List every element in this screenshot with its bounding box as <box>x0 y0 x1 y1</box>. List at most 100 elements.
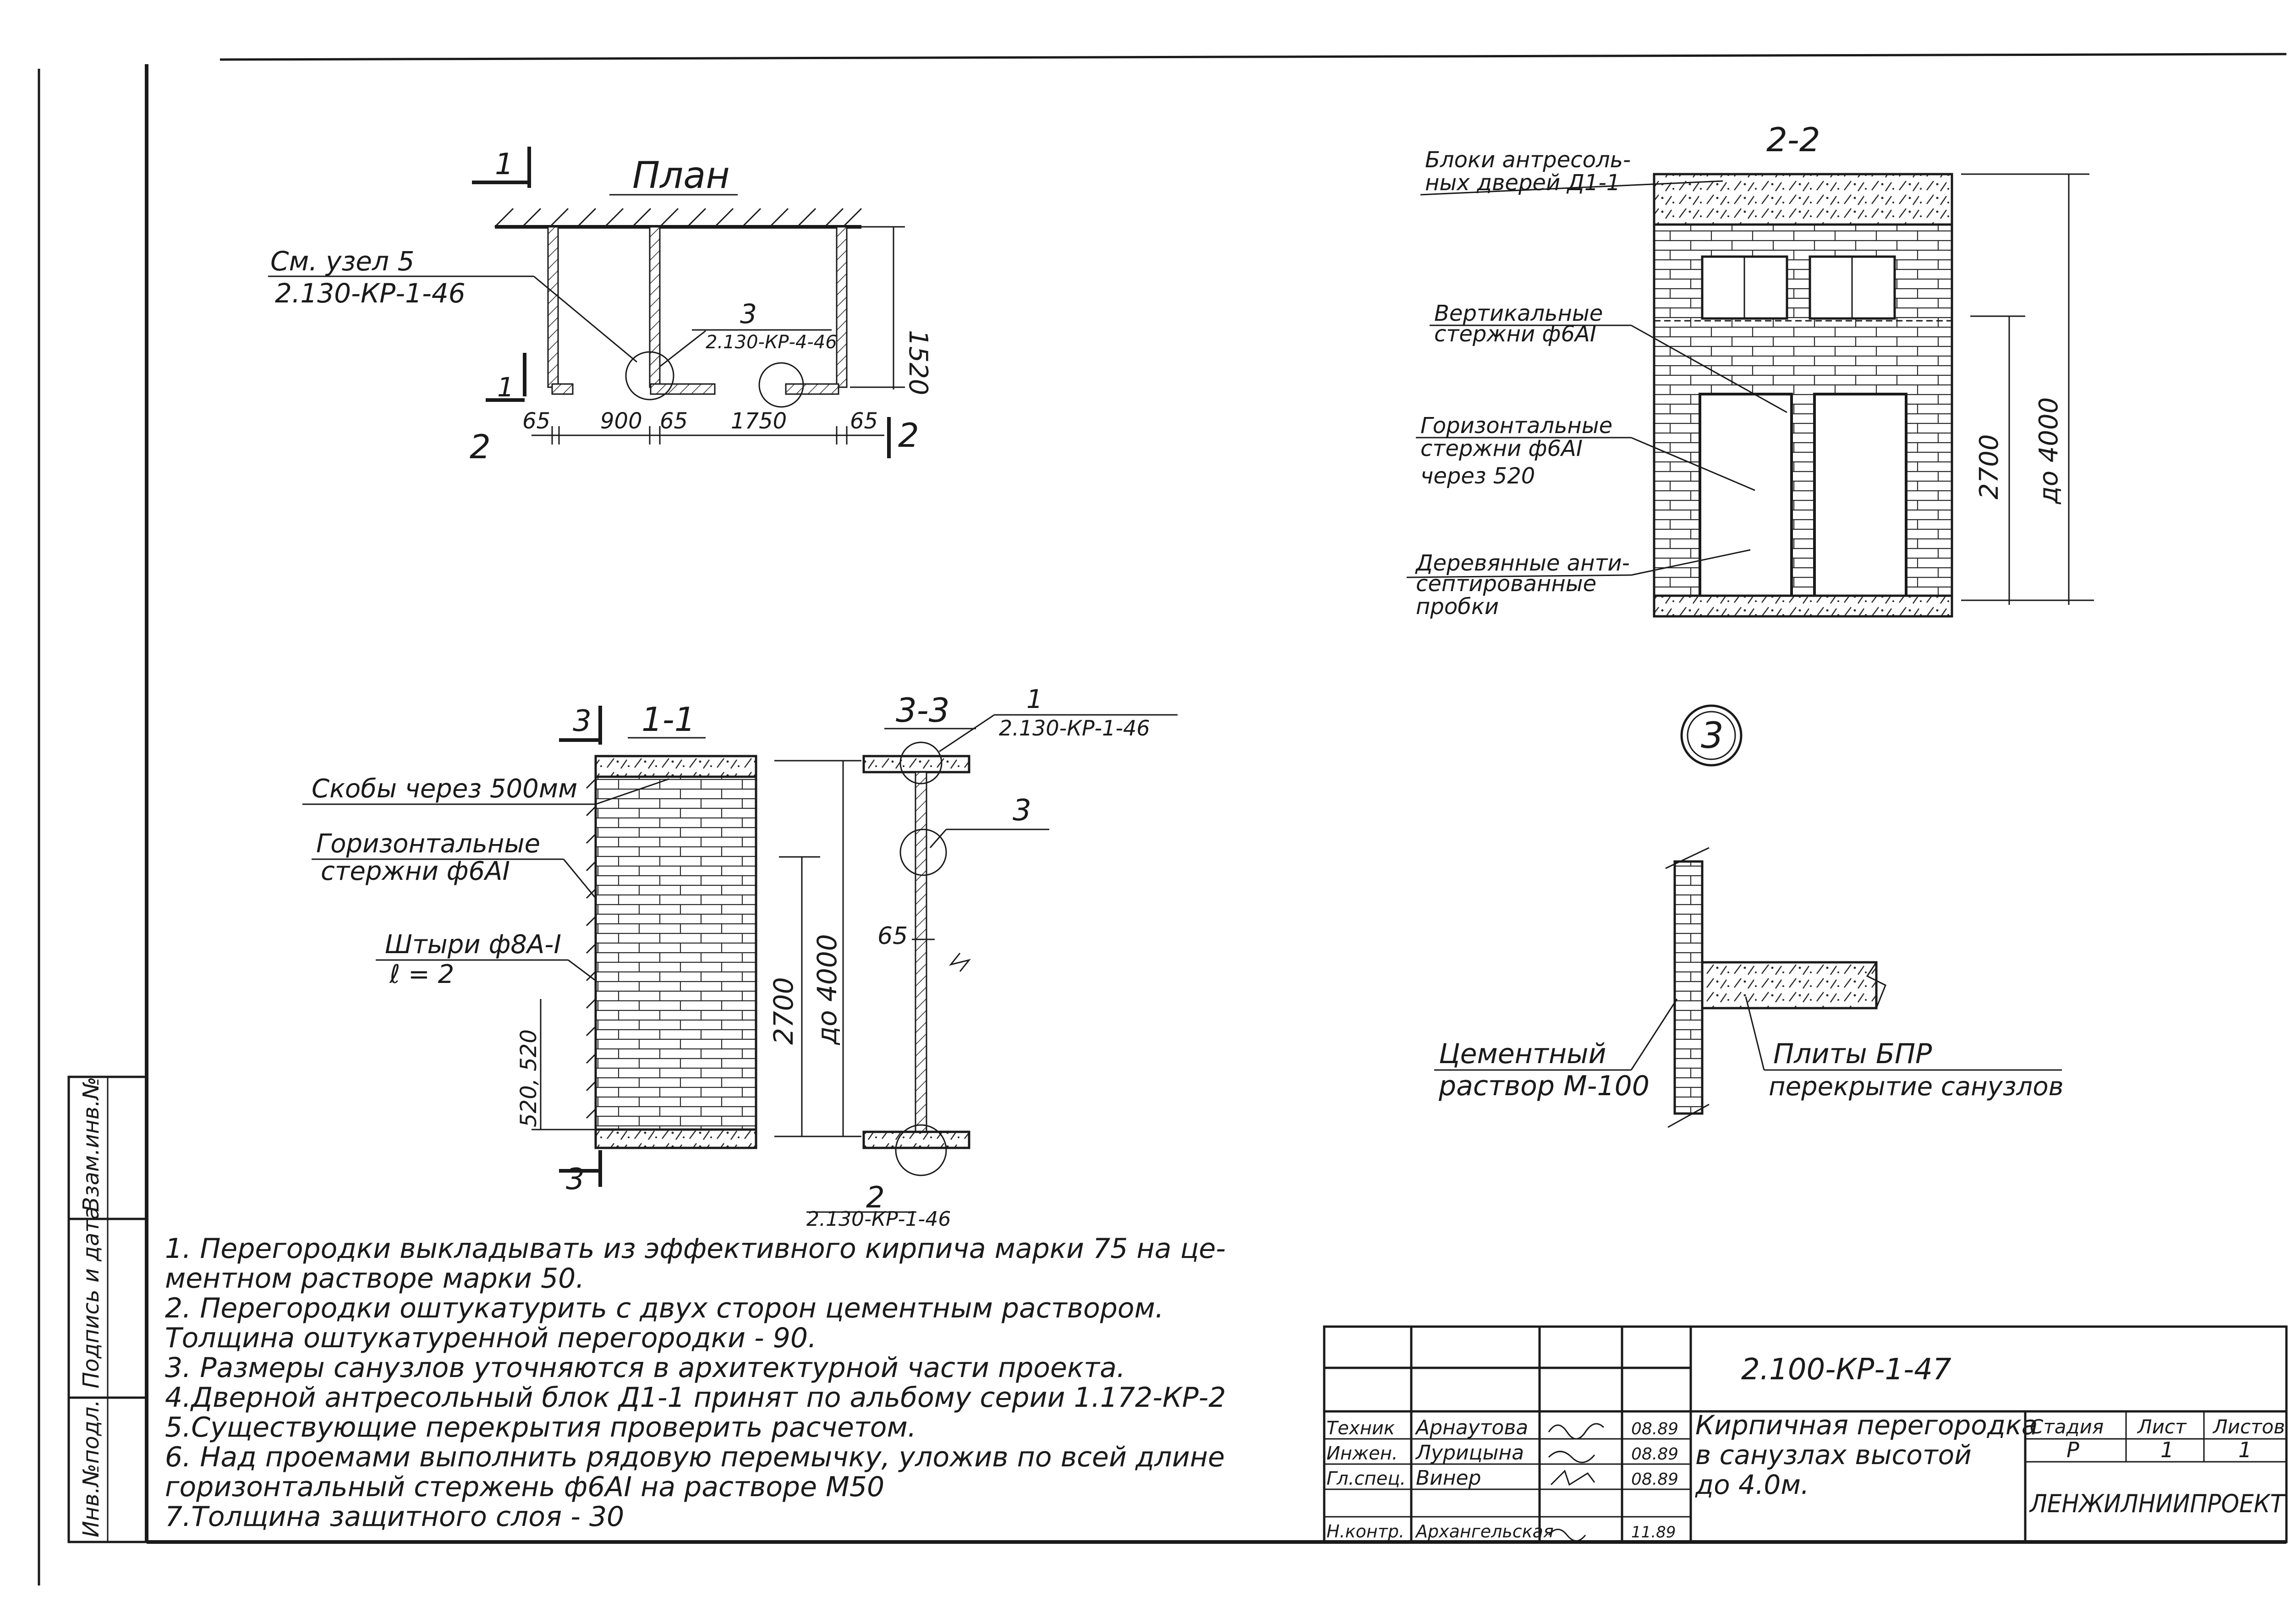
row-date-2: 08.89 <box>1631 1470 1678 1489</box>
note-line: 4.Дверной антресольный блок Д1-1 принят … <box>165 1382 1226 1414</box>
s33-bottom-number: 2 <box>866 1181 885 1215</box>
note-line: 2. Перегородки оштукатурить с двух сторо… <box>165 1292 1164 1324</box>
section-mark-top-number: 1 <box>495 148 514 181</box>
note-line: 7.Толщина защитного слоя - 30 <box>165 1501 624 1533</box>
doc-title-line1: Кирпичная перегородка <box>1695 1410 2038 1441</box>
note-line: 5.Существующие перекрытия проверить расч… <box>165 1411 916 1443</box>
note-line: ментном растворе марки 50. <box>165 1262 584 1295</box>
s22-wood-line3: пробки <box>1416 594 1499 620</box>
plan-title: План <box>632 154 730 197</box>
section-3-3-view: 3-3 1 2.130-КР-1-46 3 65 2 2.130-КР-1-46 <box>806 685 1178 1231</box>
s22-blocks-line1: Блоки антресоль- <box>1425 147 1631 173</box>
section-mark-bottom-number: 1 <box>497 372 514 403</box>
row-date-3: 11.89 <box>1631 1523 1676 1542</box>
row-role-1: Инжен. <box>1326 1443 1398 1464</box>
s33-top-ref: 2.130-КР-1-46 <box>999 716 1150 741</box>
section-11-mark-bottom: 3 <box>566 1163 585 1196</box>
signature-mark <box>1550 1470 1595 1486</box>
note-line: Толщина оштукатуренной перегородки - 90. <box>165 1322 817 1354</box>
signature-mark <box>1548 1529 1586 1542</box>
side-stamp-sign: Подпись и дата <box>78 1206 104 1388</box>
s33-side-number: 3 <box>1013 794 1031 828</box>
s33-dim-65: 65 <box>877 922 908 950</box>
plan-node-ref-line1: См. узел 5 <box>270 246 414 277</box>
row-name-3: Архангельская <box>1414 1521 1554 1542</box>
row-role-0: Техник <box>1326 1418 1395 1439</box>
node-3-view: 3 Цементный раствор М-100 Плиты БПР пере… <box>1434 704 2064 1128</box>
section-22-title: 2-2 <box>1766 121 1820 159</box>
general-notes: 1. Перегородки выкладывать из эффективно… <box>165 1233 1226 1533</box>
s11-horiz-line1: Горизонтальные <box>316 829 540 859</box>
s22-vert-line1: Вертикальные <box>1434 301 1603 326</box>
signature-mark <box>1548 1451 1595 1463</box>
doc-code: 2.100-КР-1-47 <box>1741 1353 1951 1387</box>
s11-pins-line2: ℓ = 2 <box>389 960 454 989</box>
s33-bottom-ref: 2.130-КР-1-46 <box>806 1207 951 1231</box>
plan-dim-height: 1520 <box>903 330 933 395</box>
plan-node3-number: 3 <box>740 298 757 329</box>
s22-horiz-line3: через 520 <box>1420 463 1535 489</box>
node3-mortar-line2: раствор М-100 <box>1438 1070 1650 1102</box>
s11-staples: Скобы через 500мм <box>312 774 577 804</box>
signature-mark <box>1548 1423 1605 1440</box>
section-2-2-view: 2-2 Блоки антресоль- ных дверей Д1-1 Вер… <box>1406 121 2094 620</box>
s22-wood-line2: септированные <box>1416 571 1596 597</box>
section-33-title: 3-3 <box>896 691 950 730</box>
row-name-2: Винер <box>1416 1466 1481 1490</box>
s11-dim-2700: 2700 <box>768 977 799 1045</box>
row-date-0: 08.89 <box>1631 1420 1678 1438</box>
row-name-1: Лурицына <box>1415 1441 1524 1465</box>
node3-circle <box>1680 704 1743 767</box>
sheets-header: Листов <box>2212 1416 2285 1438</box>
s33-top-number: 1 <box>1026 685 1043 714</box>
stage-value: Р <box>2066 1437 2079 1462</box>
plan-dim-4: 65 <box>850 408 878 434</box>
plan-dim-3: 1750 <box>731 408 787 434</box>
s11-pins-line1: Штыри ф8А-I <box>385 930 561 960</box>
row-role-2: Гл.спец. <box>1326 1468 1406 1489</box>
note-line: горизонтальный стержень ф6АI на растворе… <box>165 1471 884 1503</box>
node3-slabs-line1: Плиты БПР <box>1773 1038 1932 1070</box>
node3-circle-label: 3 <box>1701 715 1724 757</box>
plan-node3-ref: 2.130-КР-4-46 <box>706 332 837 353</box>
s22-wood-line1: Деревянные анти- <box>1415 550 1630 576</box>
row-date-1: 08.89 <box>1631 1445 1678 1464</box>
note-line: 3. Размеры санузлов уточняются в архитек… <box>165 1352 1125 1384</box>
section-mark-right-number: 2 <box>898 416 919 455</box>
section-11-mark: 3 <box>573 704 592 738</box>
s22-blocks-line2: ных дверей Д1-1 <box>1425 170 1620 196</box>
plan-dim-1: 900 <box>600 408 642 434</box>
sheet-value: 1 <box>2160 1437 2174 1462</box>
title-block: 2.100-КР-1-47 Кирпичная перегородка в са… <box>1323 1325 2288 1543</box>
note-line: 1. Перегородки выкладывать из эффективно… <box>165 1233 1226 1265</box>
s11-dim-upto: до 4000 <box>811 934 843 1045</box>
plan-node-ref-line2: 2.130-КР-1-46 <box>275 278 466 309</box>
row-role-3: Н.контр. <box>1326 1521 1404 1542</box>
plan-view: План 1 1 2 2 См. узел 5 2.130-КР-1-46 <box>268 147 933 466</box>
s11-dim-spacing: 520, 520 <box>516 1029 542 1127</box>
note-line: 6. Над проемами выполнить рядовую перемы… <box>165 1441 1225 1473</box>
s11-horiz-line2: стержни ф6АI <box>321 856 510 886</box>
doc-title-line3: до 4.0м. <box>1695 1469 1809 1500</box>
node3-slabs-line2: перекрытие санузлов <box>1769 1072 2064 1102</box>
plan-section-mark-1: 1 1 2 2 <box>470 147 919 466</box>
s22-horiz-line2: стержни ф6АI <box>1420 436 1583 461</box>
section-11-title: 1-1 <box>641 700 696 739</box>
row-name-0: Арнаутова <box>1414 1416 1528 1439</box>
plan-dim-0: 65 <box>522 408 550 434</box>
section-1-1-view: 1-1 3 3 Скобы через 500мм Горизонтальные… <box>302 700 861 1196</box>
s22-dim-2700: 2700 <box>1974 434 2004 499</box>
plan-dim-2: 65 <box>660 408 688 434</box>
section-mark-left-number: 2 <box>470 428 491 466</box>
node3-mortar-line1: Цементный <box>1439 1038 1606 1070</box>
organization-name: ЛЕНЖИЛНИИПРОЕКТ <box>2029 1489 2286 1518</box>
stage-header: Стадия <box>2030 1416 2104 1438</box>
side-stamp-inv: Инв.№подл. <box>78 1399 104 1537</box>
doc-title-line2: в санузлах высотой <box>1695 1439 1972 1470</box>
s22-dim-upto: до 4000 <box>2034 397 2064 505</box>
side-stamp-replace: Взам.инв.№ <box>78 1077 104 1212</box>
sheets-value: 1 <box>2238 1437 2252 1462</box>
s22-horiz-line1: Горизонтальные <box>1420 413 1612 439</box>
side-stamp: Инв.№подл. Подпись и дата Взам.инв.№ <box>67 1075 148 1543</box>
